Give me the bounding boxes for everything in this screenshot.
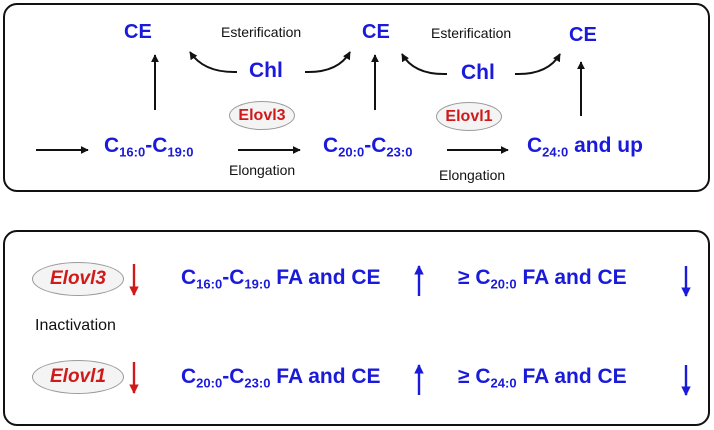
- ce-label-3: CE: [569, 24, 597, 46]
- elongation-label-1: Elongation: [229, 162, 296, 178]
- row2-decrease-text: ≥ C24:0 FA and CE: [458, 365, 627, 391]
- esterification-label-1: Esterification: [221, 24, 302, 40]
- ce-label-2: CE: [362, 21, 390, 43]
- species-c16-c19: C16:0-C19:0: [104, 134, 194, 160]
- row2-increase-text: C20:0-C23:0 FA and CE: [181, 365, 381, 391]
- enzyme-oval-elovl1: Elovl1: [436, 102, 502, 131]
- row1-increase-text: C16:0-C19:0 FA and CE: [181, 266, 381, 292]
- curved-arrow-icon: [401, 53, 448, 76]
- chl-label-1: Chl: [249, 59, 283, 82]
- elongation-label-2: Elongation: [439, 167, 506, 183]
- enzyme-label: Elovl3: [238, 106, 286, 124]
- curved-arrow-icon: [189, 51, 238, 74]
- esterification-label-2: Esterification: [431, 25, 512, 41]
- enzyme-oval-elovl1-knockout: Elovl1: [32, 360, 124, 394]
- chl-label-2: Chl: [461, 61, 495, 84]
- row1-decrease-text: ≥ C20:0 FA and CE: [458, 266, 627, 292]
- inactivation-label: Inactivation: [35, 317, 116, 334]
- ce-label-1: CE: [124, 21, 152, 43]
- pathway-panel: [3, 3, 710, 192]
- enzyme-label: Elovl1: [445, 107, 493, 125]
- inactivation-panel: [3, 230, 710, 426]
- curved-arrow-icon: [304, 51, 351, 74]
- enzyme-oval-elovl3: Elovl3: [229, 101, 295, 130]
- enzyme-label: Elovl3: [50, 268, 106, 289]
- species-c20-c23: C20:0-C23:0: [323, 134, 413, 160]
- enzyme-oval-elovl3-knockout: Elovl3: [32, 262, 124, 296]
- curved-arrow-icon: [514, 53, 561, 76]
- enzyme-label: Elovl1: [50, 366, 106, 387]
- species-c24-and-up: C24:0 and up: [527, 134, 643, 160]
